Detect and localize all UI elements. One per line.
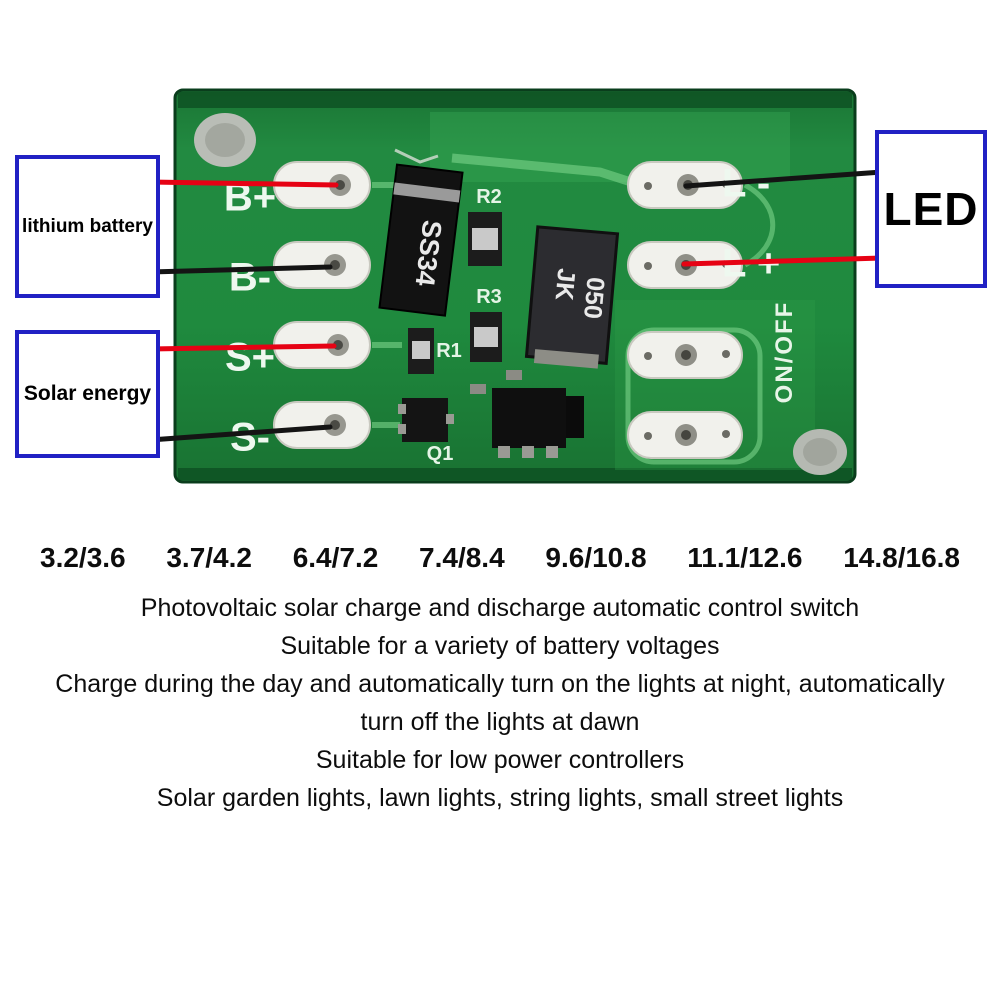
voltage-options-row: 3.2/3.6 3.7/4.2 6.4/7.2 7.4/8.4 9.6/10.8… (40, 542, 960, 574)
mounting-hole-bottom-right (793, 429, 847, 475)
power-transistor (492, 388, 584, 458)
pcb-traces (372, 153, 776, 465)
wire-battery-negative (147, 264, 333, 275)
smd-capacitor-1 (470, 384, 486, 394)
silk-label-s-minus: S- (230, 416, 270, 460)
resistor-r2 (468, 212, 502, 266)
resistor-r3 (470, 312, 502, 362)
ic-marking-line1: JK (550, 267, 581, 301)
solar-callout-label: Solar energy (23, 382, 152, 405)
voltage-option: 14.8/16.8 (843, 542, 960, 573)
wire-battery-positive (147, 179, 339, 188)
description-line: Suitable for low power controllers (315, 746, 685, 774)
led-callout-label: LED (883, 183, 979, 235)
circuit-board: B+ B- S+ S- L - L + ON/OFF SS34 R2 R3 (173, 88, 857, 484)
wire-solar-positive (147, 343, 337, 352)
wire-led-negative (683, 169, 885, 189)
silk-ref-r2: R2 (476, 186, 502, 208)
voltage-option: 3.2/3.6 (40, 542, 126, 573)
description-line: Solar garden lights, lawn lights, string… (156, 784, 844, 812)
board-top-shadow (178, 92, 852, 108)
silk-label-b-minus: B- (229, 256, 271, 300)
board-scratch (394, 148, 439, 164)
pad-aux-1 (627, 331, 743, 379)
silk-ref-r3: R3 (476, 286, 502, 308)
silk-ref-q1: Q1 (427, 443, 454, 465)
voltage-option: 9.6/10.8 (545, 542, 647, 573)
voltage-option: 3.7/4.2 (166, 542, 252, 573)
voltage-option: 11.1/12.6 (687, 542, 803, 573)
battery-callout-box: lithium battery (15, 155, 160, 298)
diode-ss34: SS34 (378, 163, 464, 317)
description-line: Suitable for a variety of battery voltag… (280, 632, 720, 660)
smd-capacitor-2 (506, 370, 522, 380)
voltage-option: 6.4/7.2 (292, 542, 379, 573)
solar-callout-box: Solar energy (15, 330, 160, 458)
battery-callout-label: lithium battery (22, 215, 153, 237)
resistor-r1 (408, 328, 434, 374)
pad-aux-2 (627, 411, 743, 459)
description-line: Charge during the day and automatically … (55, 670, 945, 698)
description-line: turn off the lights at dawn (360, 708, 640, 736)
silk-label-on-off: ON/OFF (771, 301, 798, 404)
annotation-wires (147, 169, 885, 443)
pcb-diagram: B+ B- S+ S- L - L + ON/OFF SS34 R2 R3 (147, 88, 885, 484)
board-bottom-shadow (178, 468, 852, 480)
product-description: Photovoltaic solar charge and discharge … (0, 589, 1000, 817)
wire-solar-negative (147, 424, 333, 443)
pad-s-minus (273, 401, 371, 449)
silk-label-s-plus: S+ (225, 336, 275, 380)
mounting-hole-top-left (194, 113, 256, 167)
transistor-q1 (398, 398, 454, 442)
description-line: Photovoltaic solar charge and discharge … (140, 594, 860, 622)
wire-led-positive (681, 255, 885, 267)
voltage-option: 7.4/8.4 (419, 542, 505, 573)
ic-marking-line2: 050 (578, 276, 610, 320)
led-callout-box: LED (875, 130, 987, 288)
ic-jk050: JK 050 (524, 225, 620, 369)
silk-ref-r1: R1 (436, 340, 462, 362)
